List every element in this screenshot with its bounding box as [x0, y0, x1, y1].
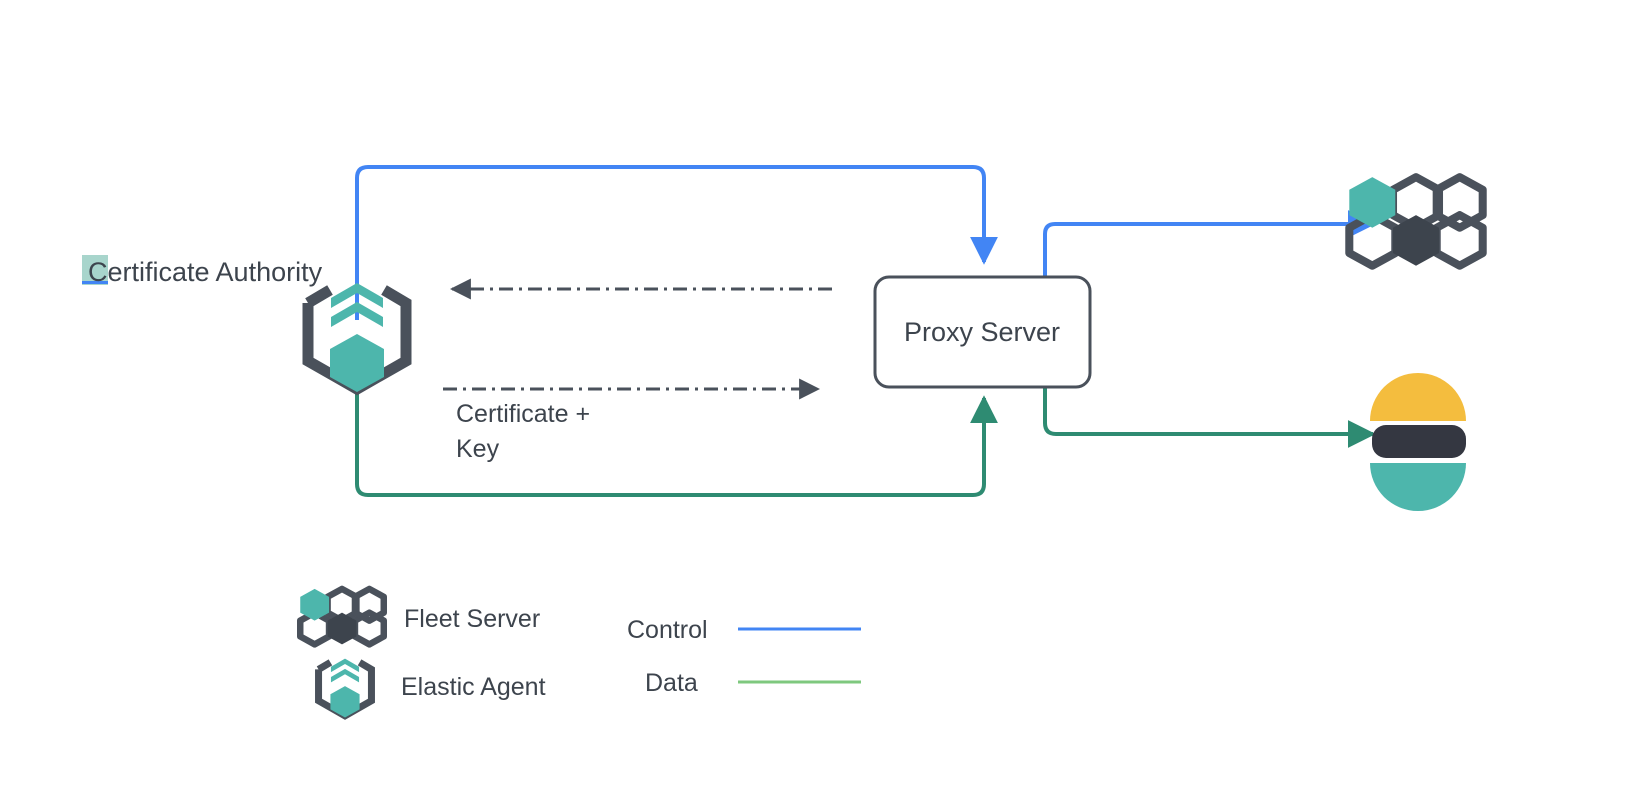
edge-proxy-to-fleet-control	[1043, 210, 1376, 290]
legend-line-control: Control	[627, 616, 861, 644]
edge-ca-to-proxy-data	[355, 360, 998, 497]
elasticsearch-icon	[1370, 373, 1466, 511]
legend-label-elastic-agent: Elastic Agent	[401, 673, 546, 701]
legend-line-data: Data	[645, 669, 861, 697]
legend-item-elastic-agent: Elastic Agent	[315, 658, 546, 720]
ca-label: Certificate Authority	[88, 257, 323, 287]
edge-label-key: Key	[456, 435, 500, 463]
node-proxy-server[interactable]: Proxy Server	[873, 275, 1092, 389]
elasticsearch-bottom-arc	[1370, 463, 1466, 511]
legend-label-fleet-server: Fleet Server	[404, 605, 540, 633]
elasticsearch-bar	[1372, 425, 1466, 458]
control-line-ca-proxy	[355, 165, 998, 320]
data-line-ca-proxy	[355, 360, 998, 497]
legend-item-fleet-server: Fleet Server	[297, 585, 540, 648]
node-certificate-authority[interactable]: Certificate Authority	[82, 255, 323, 287]
ca-label-underline	[82, 281, 108, 284]
elastic-agent-icon	[302, 283, 412, 396]
ca-label-highlight	[82, 255, 108, 285]
legend-label-data: Data	[645, 669, 698, 697]
edge-ca-to-proxy-control	[355, 165, 998, 320]
proxy-server-box[interactable]	[873, 275, 1092, 389]
control-line-proxy-fleet	[1043, 210, 1376, 290]
fleet-server-icon	[1345, 173, 1487, 270]
legend: Fleet Server Elastic Agent Control Data	[297, 585, 861, 720]
legend-label-control: Control	[627, 616, 708, 644]
elasticsearch-top-arc	[1370, 373, 1466, 421]
edge-ca-to-proxy-cert: Certificate + Key	[443, 378, 821, 463]
proxy-server-label: Proxy Server	[904, 317, 1060, 347]
legend-elastic-agent-icon	[315, 658, 375, 720]
edge-proxy-to-elasticsearch-data	[1043, 370, 1376, 448]
edge-label-certificate: Certificate +	[456, 400, 590, 428]
data-line-proxy-es	[1043, 370, 1376, 448]
legend-fleet-server-icon	[297, 585, 387, 648]
